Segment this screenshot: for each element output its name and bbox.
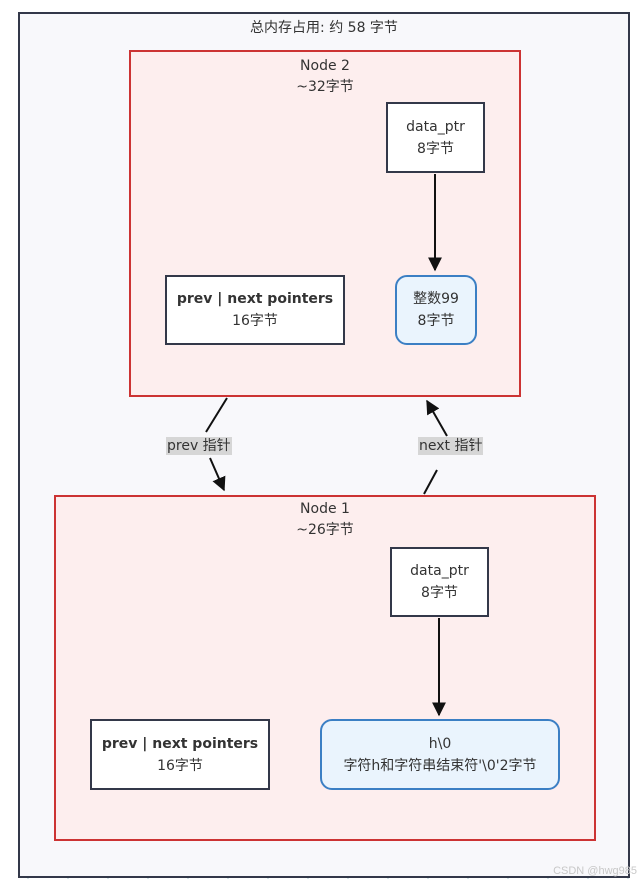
node-1-data-ptr: data_ptr 8字节 — [390, 547, 489, 617]
watermark: CSDN @hwg985 — [553, 865, 637, 877]
value-label: h\0 — [428, 735, 452, 752]
data-ptr-label: data_ptr — [406, 118, 465, 135]
value-size: 字符h和字符串结束符'\0'2字节 — [343, 757, 537, 774]
node-2-title: Node 2 — [300, 58, 350, 74]
next-pointer-label: next 指针 — [418, 437, 484, 455]
node-2-data-ptr: data_ptr 8字节 — [386, 102, 485, 173]
prev-pointer-label: prev 指针 — [166, 437, 232, 455]
node-1-size: ~26字节 — [296, 522, 354, 538]
pointers-size: 16字节 — [157, 757, 203, 774]
node-1-value: h\0 字符h和字符串结束符'\0'2字节 — [320, 719, 560, 790]
value-size: 8字节 — [417, 313, 455, 329]
pointers-label: prev | next pointers — [176, 291, 334, 307]
node-2-value: 整数99 8字节 — [395, 275, 477, 345]
node-2-pointers: prev | next pointers 16字节 — [165, 275, 345, 345]
pointers-size: 16字节 — [232, 313, 278, 329]
data-ptr-size: 8字节 — [417, 140, 454, 157]
node-2-size: ~32字节 — [296, 79, 354, 95]
node-1-title: Node 1 — [300, 501, 350, 517]
data-ptr-size: 8字节 — [421, 585, 458, 601]
pointers-label: prev | next pointers — [101, 735, 259, 752]
data-ptr-label: data_ptr — [410, 563, 469, 579]
node-1-pointers: prev | next pointers 16字节 — [90, 719, 270, 790]
value-label: 整数99 — [413, 291, 459, 307]
container-title: 总内存占用: 约 58 字节 — [250, 20, 398, 36]
